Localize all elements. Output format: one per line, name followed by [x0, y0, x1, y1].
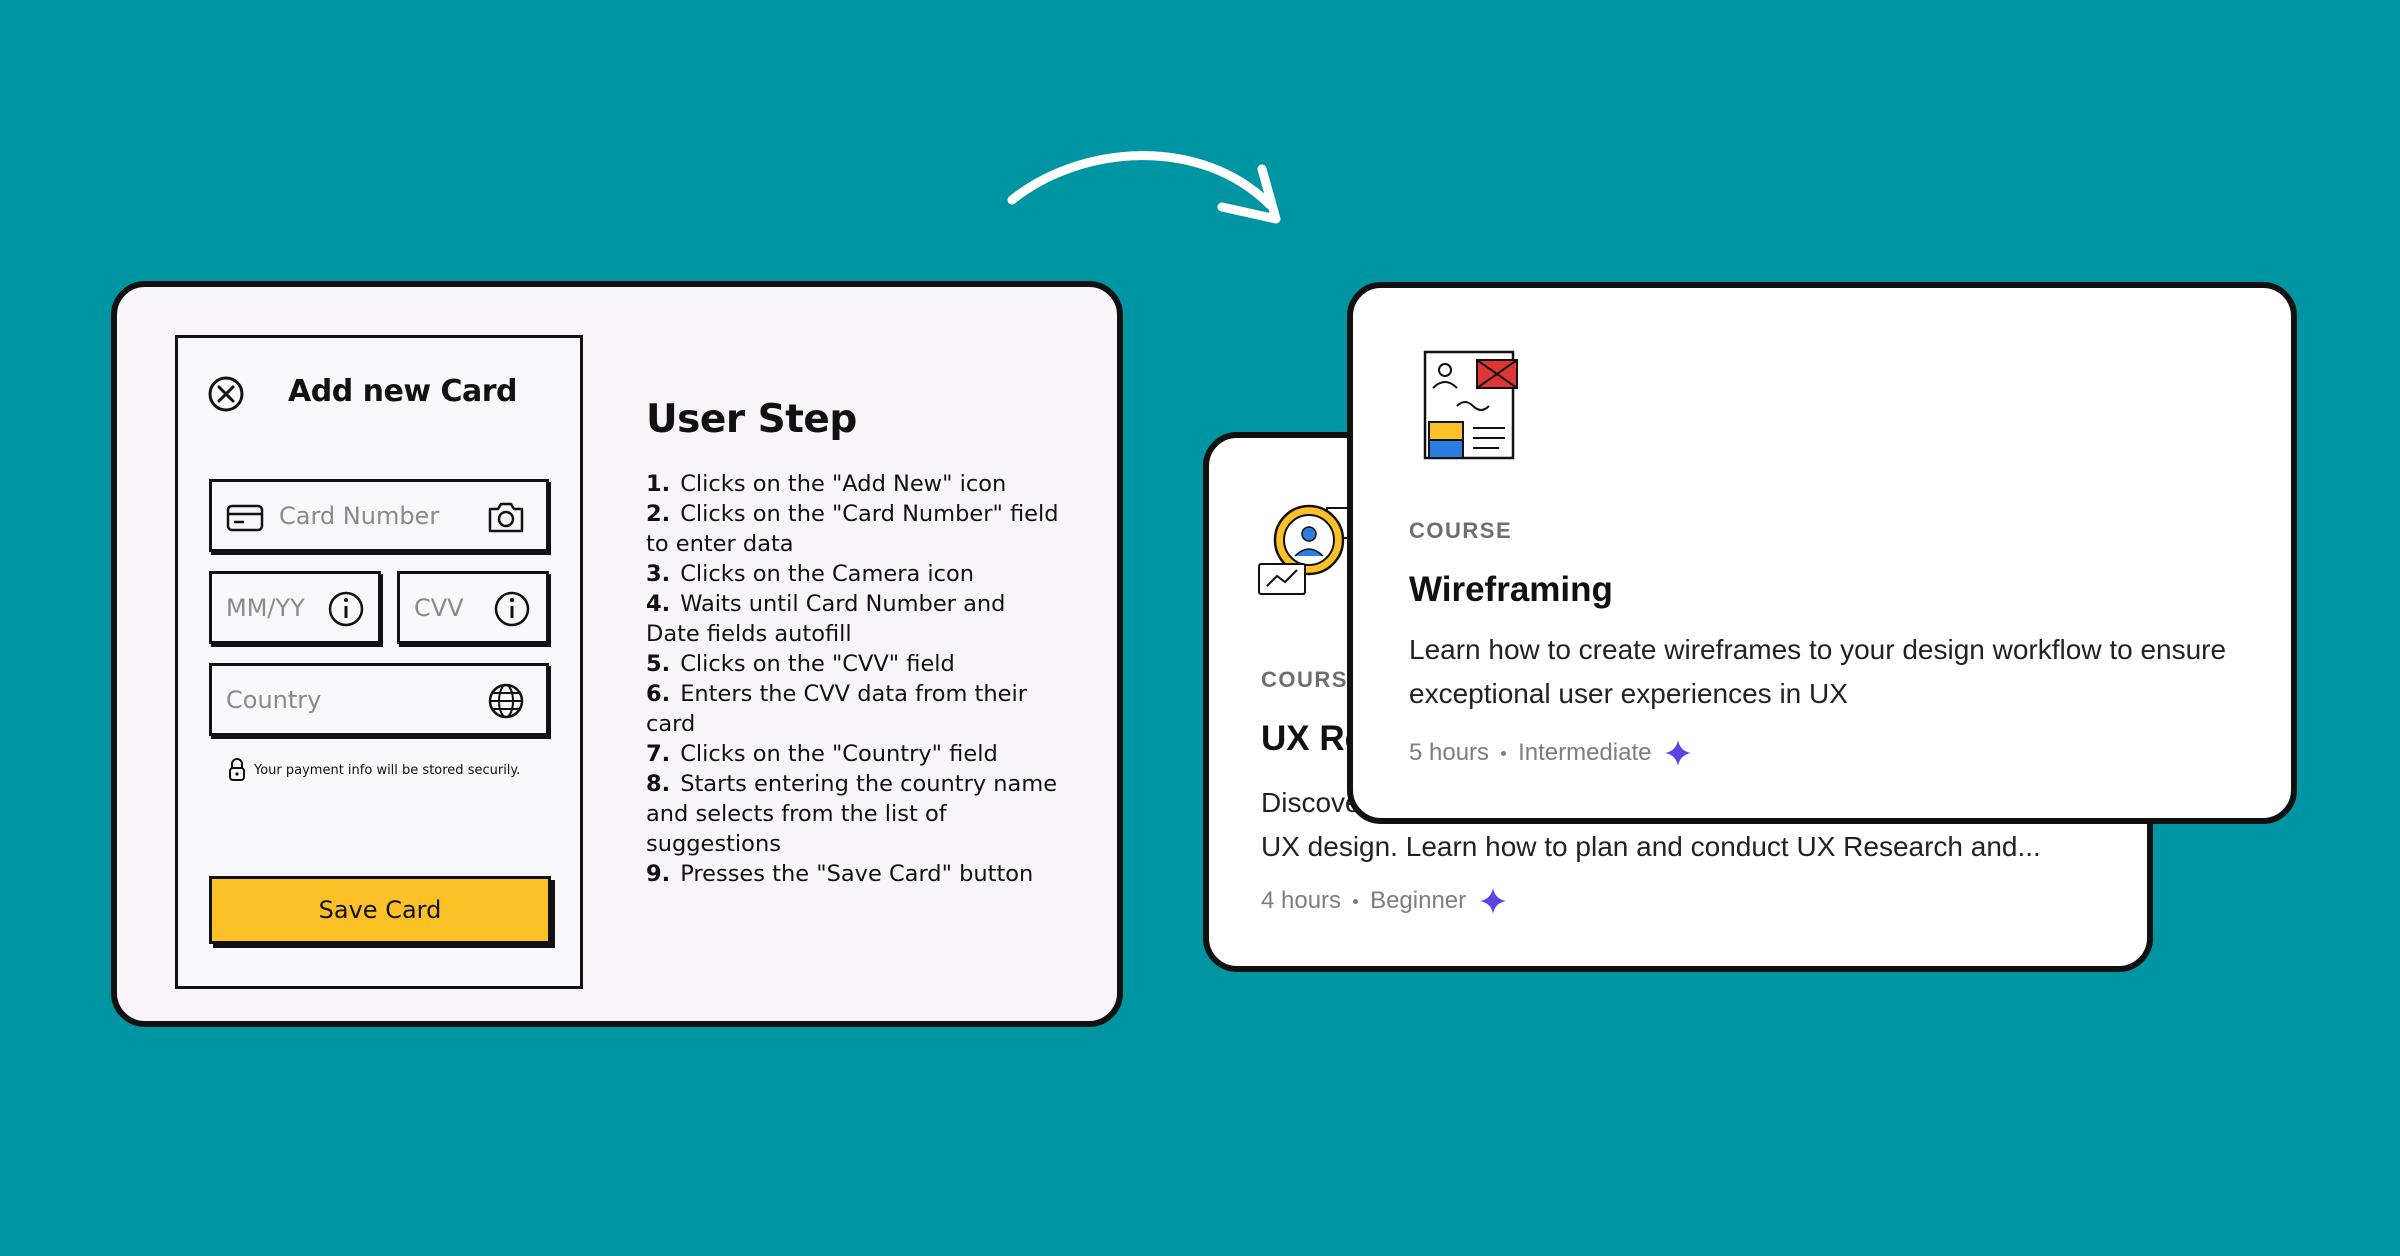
secure-note: Your payment info will be stored securil… — [228, 758, 520, 782]
phone-wireframe: Add new Card Card Number MM/YY — [175, 335, 583, 989]
credit-card-icon — [226, 504, 264, 532]
meta-separator — [1353, 898, 1359, 904]
wireframe-card: Add new Card Card Number MM/YY — [111, 281, 1123, 1027]
expiry-placeholder: MM/YY — [226, 594, 305, 622]
meta-separator — [1501, 750, 1507, 756]
step-number: 1. — [646, 471, 671, 497]
user-step-title: User Step — [646, 397, 857, 442]
ux-research-illustration — [1258, 504, 1350, 595]
step-text: Starts entering the country name and sel… — [646, 771, 1058, 857]
course-eyebrow: COURSE — [1261, 667, 1365, 692]
user-step-item: 1. Clicks on the "Add New" icon — [646, 469, 1066, 499]
course-meta: 4 hours Beginner — [1261, 886, 1508, 916]
step-text: Clicks on the Camera icon — [680, 561, 975, 587]
sparkle-icon — [1665, 740, 1692, 766]
course-title: Wireframing — [1409, 570, 1613, 609]
secure-note-text: Your payment info will be stored securil… — [254, 762, 521, 778]
country-field[interactable]: Country — [209, 663, 549, 736]
wireframe-title: Add new Card — [288, 374, 518, 409]
course-meta: 5 hours Intermediate — [1409, 738, 1693, 768]
step-number: 3. — [646, 561, 671, 587]
arrow-icon — [1007, 151, 1281, 224]
country-placeholder: Country — [226, 686, 322, 714]
wireframe-illustration — [1423, 350, 1518, 460]
step-text: Clicks on the "Card Number" field to ent… — [646, 501, 1059, 557]
save-card-button[interactable]: Save Card — [209, 876, 551, 944]
card-number-field[interactable]: Card Number — [209, 479, 549, 552]
cvv-placeholder: CVV — [414, 594, 464, 622]
info-icon[interactable] — [326, 589, 366, 629]
course-level: Beginner — [1370, 887, 1467, 914]
step-number: 6. — [646, 681, 671, 707]
step-number: 4. — [646, 591, 671, 617]
course-eyebrow: COURSE — [1409, 518, 1513, 543]
step-number: 8. — [646, 771, 671, 797]
step-number: 2. — [646, 501, 671, 527]
course-level: Intermediate — [1518, 739, 1652, 766]
step-text: Clicks on the "CVV" field — [680, 651, 955, 677]
expiry-field[interactable]: MM/YY — [209, 571, 381, 644]
course-card-wireframing[interactable]: COURSE Wireframing Learn how to create w… — [1347, 282, 2297, 824]
lock-icon — [229, 758, 245, 781]
user-step-item: 7. Clicks on the "Country" field — [646, 739, 1066, 769]
user-step-item: 2.Clicks on the "Card Number" field to e… — [646, 499, 1066, 559]
course-description: Learn how to create wireframes to your d… — [1409, 634, 2227, 709]
user-step-item: 3. Clicks on the Camera icon — [646, 559, 1066, 589]
close-icon[interactable] — [207, 375, 245, 413]
step-text: Clicks on the "Country" field — [680, 741, 998, 767]
course-duration: 5 hours — [1409, 739, 1490, 766]
user-step-item: 4.Waits until Card Number and Date field… — [646, 589, 1066, 649]
step-text: Clicks on the "Add New" icon — [680, 471, 1007, 497]
step-number: 9. — [646, 861, 671, 887]
step-text: Presses the "Save Card" button — [680, 861, 1034, 887]
step-text: Enters the CVV data from their card — [646, 681, 1027, 737]
info-icon[interactable] — [492, 589, 532, 629]
user-step-item: 9. Presses the "Save Card" button — [646, 859, 1066, 889]
course-description-line2: UX design. Learn how to plan and conduct… — [1261, 831, 2041, 862]
globe-icon — [488, 683, 524, 719]
user-step-item: 6.Enters the CVV data from their card — [646, 679, 1066, 739]
step-number: 7. — [646, 741, 671, 767]
user-step-item: 8.Starts entering the country name and s… — [646, 769, 1066, 859]
card-number-placeholder: Card Number — [279, 502, 440, 530]
sparkle-icon — [1480, 888, 1507, 914]
course-duration: 4 hours — [1261, 887, 1342, 914]
step-text: Waits until Card Number and Date fields … — [646, 591, 1006, 647]
cvv-field[interactable]: CVV — [397, 571, 549, 644]
user-step-item: 5. Clicks on the "CVV" field — [646, 649, 1066, 679]
step-number: 5. — [646, 651, 671, 677]
camera-icon[interactable] — [486, 499, 526, 535]
